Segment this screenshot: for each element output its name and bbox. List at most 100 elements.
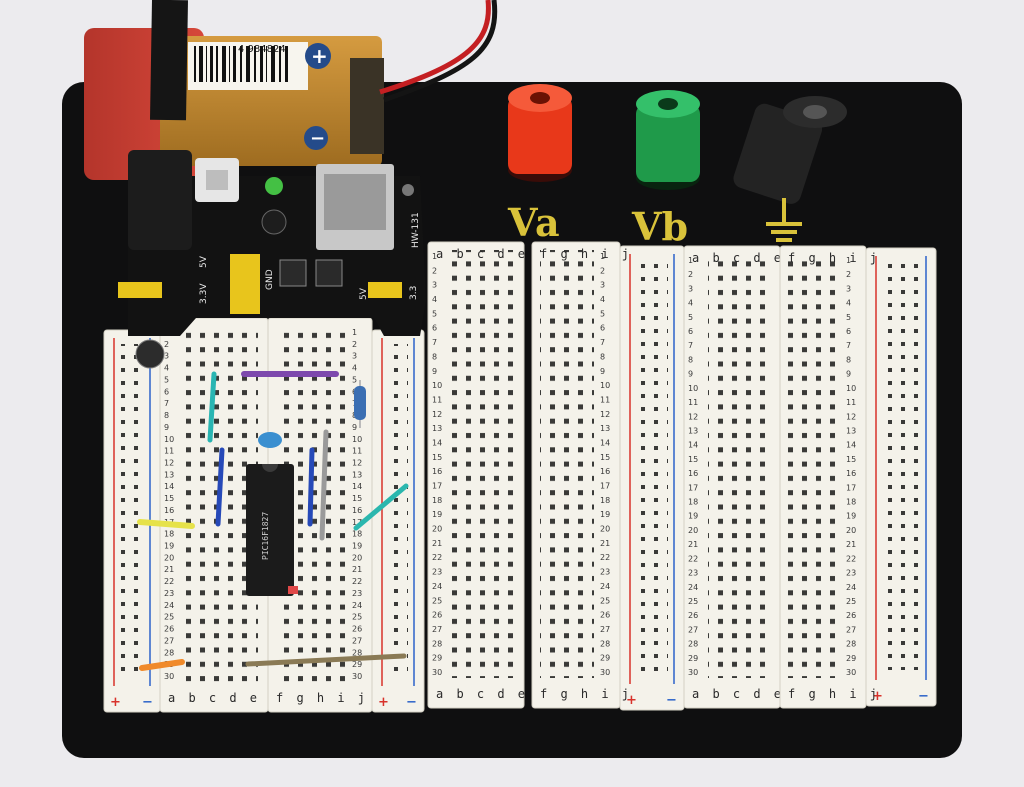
column-letters-bottom-2: f g h i j — [276, 691, 368, 705]
row-number-2-20: 20 — [352, 553, 362, 562]
row-number-5-10: 10 — [688, 384, 698, 393]
row-number-5-13: 13 — [688, 426, 698, 435]
row-number-4-14: 14 — [600, 438, 610, 447]
row-number-4-23: 23 — [600, 568, 610, 577]
row-number-1-4: 4 — [164, 364, 169, 373]
row-number-6-27: 27 — [846, 625, 856, 634]
red-wire — [379, 0, 491, 95]
column-letters-top-5: a b c d e — [692, 251, 784, 265]
row-number-4-21: 21 — [600, 539, 610, 548]
row-number-1-15: 15 — [164, 494, 174, 503]
row-number-3-25: 25 — [432, 596, 442, 605]
row-number-5-12: 12 — [688, 412, 698, 421]
row-number-5-5: 5 — [688, 313, 693, 322]
row-number-3-17: 17 — [432, 482, 442, 491]
row-number-3-4: 4 — [432, 295, 437, 304]
row-number-6-21: 21 — [846, 540, 856, 549]
rail-plus-sign-4: + — [872, 689, 883, 704]
terminal-red — [508, 84, 572, 182]
strip-holes-5 — [708, 254, 770, 678]
rail-holes-3 — [636, 260, 668, 674]
battery-minus-circle — [304, 126, 328, 150]
row-number-4-5: 5 — [600, 309, 605, 318]
row-number-4-24: 24 — [600, 582, 610, 591]
row-number-5-3: 3 — [688, 284, 693, 293]
module-5v-left-label: 5V — [199, 255, 209, 268]
row-number-2-18: 18 — [352, 530, 362, 539]
battery-minus-symbol: − — [310, 128, 325, 149]
row-number-5-1: 1 — [688, 256, 693, 265]
row-number-3-22: 22 — [432, 553, 442, 562]
row-number-1-22: 22 — [164, 577, 174, 586]
row-number-3-3: 3 — [432, 281, 437, 290]
row-number-6-16: 16 — [846, 469, 856, 478]
row-number-2-16: 16 — [352, 506, 362, 515]
row-number-3-13: 13 — [432, 424, 442, 433]
module-33v-left-label: 3.3V — [199, 283, 209, 304]
rail-holes-1 — [120, 344, 144, 676]
black-wire — [383, 0, 498, 103]
jumper-cyan-1 — [207, 371, 217, 443]
row-number-6-22: 22 — [846, 554, 856, 563]
row-number-4-13: 13 — [600, 424, 610, 433]
row-number-6-9: 9 — [846, 370, 851, 379]
row-number-4-26: 26 — [600, 611, 610, 620]
row-number-2-29: 29 — [352, 660, 362, 669]
row-number-4-8: 8 — [600, 352, 605, 361]
jumper-blue-1 — [215, 447, 225, 527]
row-number-2-9: 9 — [352, 423, 357, 432]
row-number-2-21: 21 — [352, 565, 362, 574]
row-number-1-27: 27 — [164, 636, 174, 645]
row-number-4-30: 30 — [600, 668, 610, 677]
column-letters-top-3: a b c d e — [436, 247, 528, 261]
row-number-1-8: 8 — [164, 411, 169, 420]
rail-minus-sign-2: − — [406, 695, 417, 710]
row-number-3-8: 8 — [432, 352, 437, 361]
row-number-5-25: 25 — [688, 597, 698, 606]
row-number-5-20: 20 — [688, 526, 698, 535]
row-number-4-3: 3 — [600, 281, 605, 290]
row-number-2-14: 14 — [352, 482, 362, 491]
jumper-blue-2 — [307, 447, 315, 527]
column-letters-top-4: f g h i j — [540, 247, 632, 261]
row-number-2-26: 26 — [352, 625, 362, 634]
row-number-5-26: 26 — [688, 611, 698, 620]
row-number-4-20: 20 — [600, 525, 610, 534]
row-number-1-24: 24 — [164, 601, 174, 610]
row-number-6-1: 1 — [846, 256, 851, 265]
row-number-3-2: 2 — [432, 266, 437, 275]
rail-plus-sign-3: + — [626, 693, 637, 708]
module-model-label: HW-131 — [411, 212, 421, 248]
column-letters-top-6: f g h i j — [788, 251, 880, 265]
row-number-2-17: 17 — [352, 518, 362, 527]
row-number-3-26: 26 — [432, 611, 442, 620]
row-number-6-2: 2 — [846, 270, 851, 279]
row-number-5-14: 14 — [688, 441, 698, 450]
row-number-6-15: 15 — [846, 455, 856, 464]
row-number-5-15: 15 — [688, 455, 698, 464]
row-number-6-17: 17 — [846, 483, 856, 492]
row-number-2-19: 19 — [352, 542, 362, 551]
ic-chip — [246, 464, 294, 596]
row-number-6-28: 28 — [846, 640, 856, 649]
strip-holes-6 — [788, 254, 840, 678]
row-number-1-21: 21 — [164, 565, 174, 574]
row-number-6-7: 7 — [846, 341, 851, 350]
row-number-4-15: 15 — [600, 453, 610, 462]
row-number-2-10: 10 — [352, 435, 362, 444]
row-number-3-21: 21 — [432, 539, 442, 548]
row-number-1-12: 12 — [164, 458, 174, 467]
row-number-1-19: 19 — [164, 542, 174, 551]
row-number-5-8: 8 — [688, 355, 693, 364]
battery: 4 984824 + − — [84, 28, 384, 180]
row-number-2-22: 22 — [352, 577, 362, 586]
row-number-3-14: 14 — [432, 438, 442, 447]
row-number-3-18: 18 — [432, 496, 442, 505]
row-number-6-23: 23 — [846, 569, 856, 578]
row-number-1-10: 10 — [164, 435, 174, 444]
row-number-4-22: 22 — [600, 553, 610, 562]
rail-holes-2 — [388, 344, 408, 676]
row-number-4-7: 7 — [600, 338, 605, 347]
row-number-1-9: 9 — [164, 423, 169, 432]
